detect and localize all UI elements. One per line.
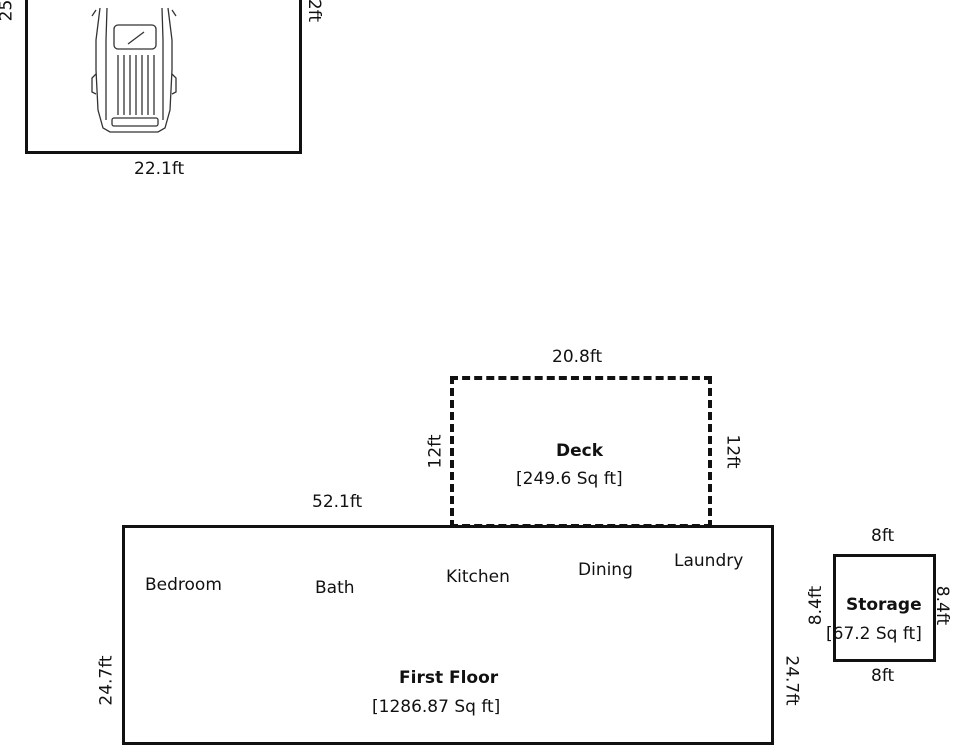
room-label-bedroom: Bedroom <box>145 575 222 595</box>
first-floor-name: First Floor <box>399 668 499 688</box>
room-label-bath: Bath <box>315 578 355 598</box>
first-floor-area: [1286.87 Sq ft] <box>372 697 501 717</box>
first-floor-top-dimension: 52.1ft <box>312 492 363 512</box>
deck-name: Deck <box>556 441 604 461</box>
storage-bottom-dimension: 8ft <box>871 666 895 686</box>
storage-top-dimension: 8ft <box>871 526 895 546</box>
first-floor-left-dimension: 24.7ft <box>96 655 117 706</box>
deck-left-dimension: 12ft <box>425 434 446 469</box>
garage-right-dimension: 2ft <box>304 0 325 23</box>
storage-outline <box>833 554 936 662</box>
room-label-laundry: Laundry <box>674 551 744 571</box>
storage-area: [67.2 Sq ft] <box>826 624 922 644</box>
garage-outline <box>25 0 302 154</box>
deck-area: [249.6 Sq ft] <box>516 469 623 489</box>
room-label-kitchen: Kitchen <box>446 567 510 587</box>
storage-right-dimension: 8.4ft <box>932 585 953 626</box>
storage-left-dimension: 8.4ft <box>806 585 827 626</box>
car-icon <box>91 7 177 133</box>
garage-left-dimension: 25 <box>0 0 17 22</box>
garage-bottom-dimension: 22.1ft <box>134 159 185 179</box>
room-label-dining: Dining <box>578 560 633 580</box>
storage-name: Storage <box>846 595 922 615</box>
deck-top-dimension: 20.8ft <box>552 347 603 367</box>
first-floor-right-dimension: 24.7ft <box>781 655 802 706</box>
deck-right-dimension: 12ft <box>722 434 743 469</box>
